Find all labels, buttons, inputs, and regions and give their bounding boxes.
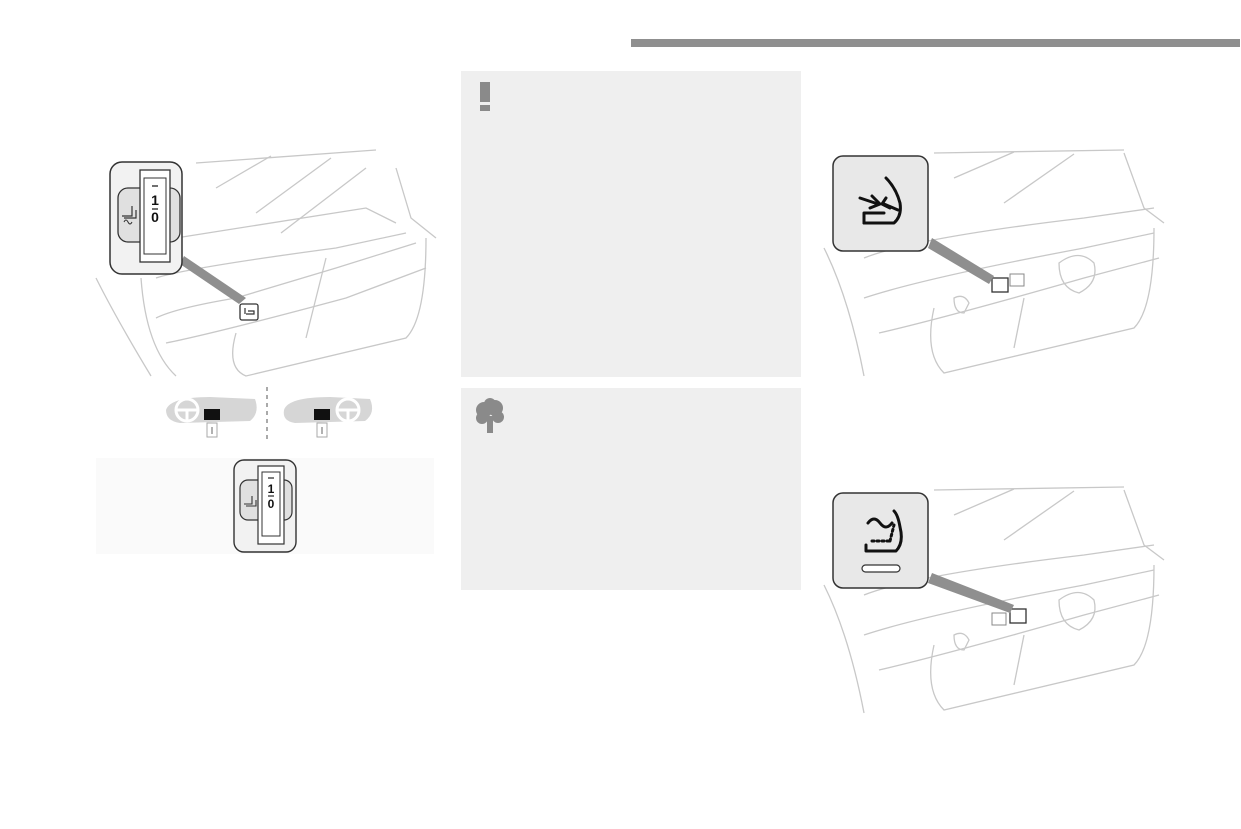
heated-seat-dial: 1 0	[109, 161, 183, 275]
bottom-dial-mark-1: 1	[268, 482, 275, 496]
dial-mark-1: 1	[151, 192, 159, 208]
bottom-heated-seat-dial: 1 0	[233, 459, 297, 553]
section-header-bar	[631, 39, 1240, 47]
seat-massage-illustration	[823, 149, 1165, 377]
rhd-variant	[283, 397, 373, 438]
seat-ventilation-icon	[864, 509, 903, 553]
seat-lumbar-illustration	[823, 486, 1165, 714]
lumbar-button-callout	[832, 492, 929, 589]
lhd-variant	[166, 397, 257, 438]
seat-massage-icon	[858, 176, 902, 225]
bottom-dial-mark-0: 0	[268, 497, 275, 511]
exclamation-icon	[480, 82, 490, 111]
eco-note-box	[461, 388, 801, 590]
massage-button-callout	[832, 155, 929, 252]
warning-note-box	[461, 71, 801, 377]
seat-heating-illustration: 1 0	[95, 149, 437, 377]
steering-variants	[166, 387, 373, 439]
tree-icon	[476, 398, 504, 433]
dial-mark-0: 0	[151, 209, 159, 225]
